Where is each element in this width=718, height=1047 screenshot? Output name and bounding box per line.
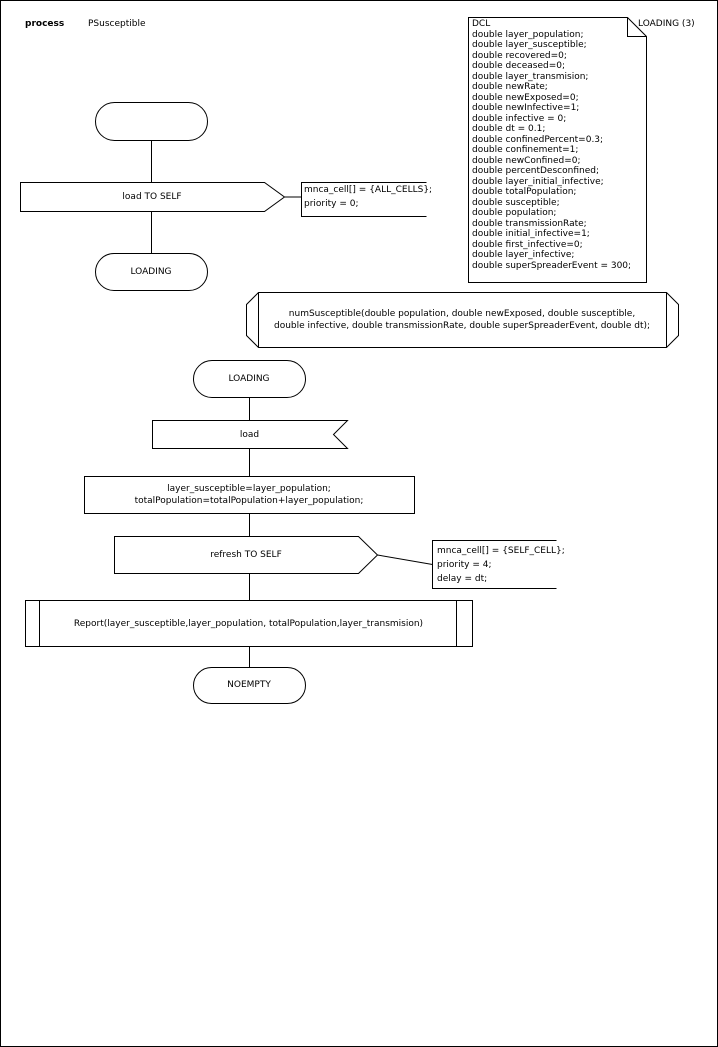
- dcl-line: double initial_infective=1;: [472, 229, 590, 239]
- dcl-line: double percentDesconfined;: [472, 166, 599, 176]
- start-symbol: [95, 102, 208, 141]
- dcl-line: double susceptible;: [472, 197, 560, 208]
- output-signal-load: [20, 182, 286, 212]
- input-signal-load: [152, 420, 349, 449]
- dcl-line: double dt = 0.1;: [472, 124, 546, 134]
- output-param-1: mnca_cell[] = {ALL_CELLS};: [304, 185, 433, 195]
- flow2-comment-link: [377, 554, 433, 565]
- flow1-comment-bracket: [301, 182, 427, 217]
- output-param-2: priority = 0;: [304, 199, 359, 209]
- state-loading-1-label: LOADING: [130, 267, 172, 277]
- dcl-line: double superSpreaderEvent = 300;: [472, 260, 632, 271]
- state-noempty: [193, 667, 306, 704]
- process-keyword: process: [25, 19, 65, 29]
- refresh-param-1: mnca_cell[] = {SELF_CELL};: [437, 546, 565, 556]
- procedure-signature-line1: numSusceptible(double population, double…: [288, 309, 636, 319]
- input-signal-load-label: load: [239, 430, 260, 440]
- state-noempty-label: NOEMPTY: [227, 680, 271, 690]
- dcl-line: double infective = 0;: [472, 113, 567, 124]
- page-label: LOADING (3): [638, 19, 695, 29]
- process-name: PSusceptible: [88, 19, 146, 29]
- procedure-call-box: [25, 600, 473, 647]
- refresh-param-2: priority = 4;: [437, 560, 492, 570]
- output-signal-refresh: [114, 536, 379, 574]
- dcl-line: double confinedPercent=0.3;: [472, 134, 604, 145]
- task-line-1: layer_susceptible=layer_population;: [167, 484, 331, 494]
- dcl-line: DCL: [472, 19, 491, 29]
- dcl-line: double layer_transmision;: [472, 71, 589, 82]
- dcl-line: double recovered=0;: [472, 50, 567, 61]
- dcl-line: double layer_initial_infective;: [472, 176, 604, 187]
- output-signal-refresh-label: refresh TO SELF: [210, 550, 282, 560]
- dcl-line: double transmissionRate;: [472, 218, 587, 229]
- dcl-line: double newConfined=0;: [472, 155, 581, 166]
- dcl-line: double population;: [472, 208, 557, 218]
- dcl-line: double layer_susceptible;: [472, 40, 587, 50]
- dcl-line: double layer_population;: [472, 29, 584, 40]
- dcl-line: double first_infective=0;: [472, 239, 583, 250]
- dcl-box: [468, 17, 647, 283]
- procedure-signature-line2: double infective, double transmissionRat…: [273, 321, 651, 331]
- dcl-line: double confinement=1;: [472, 145, 579, 155]
- task-line-2: totalPopulation=totalPopulation+layer_po…: [134, 496, 364, 506]
- flow2-comment-bracket: [432, 540, 557, 589]
- procedure-box: [246, 292, 679, 348]
- procedure-call-label: Report(layer_susceptible,layer_populatio…: [73, 619, 424, 629]
- dcl-line: double newRate;: [472, 82, 548, 92]
- dcl-line: double layer_infective;: [472, 250, 575, 260]
- dcl-line: double totalPopulation;: [472, 187, 577, 197]
- dcl-fold: [627, 17, 647, 37]
- task-box: [84, 476, 415, 514]
- state-loading-1: [95, 253, 208, 291]
- dcl-line: double newInfective=1;: [472, 103, 580, 113]
- state-loading-2-label: LOADING: [228, 374, 270, 384]
- output-signal-load-label: load TO SELF: [122, 192, 182, 202]
- dcl-line: double newExposed=0;: [472, 92, 579, 103]
- refresh-param-3: delay = dt;: [437, 574, 488, 584]
- dcl-line: double deceased=0;: [472, 61, 566, 71]
